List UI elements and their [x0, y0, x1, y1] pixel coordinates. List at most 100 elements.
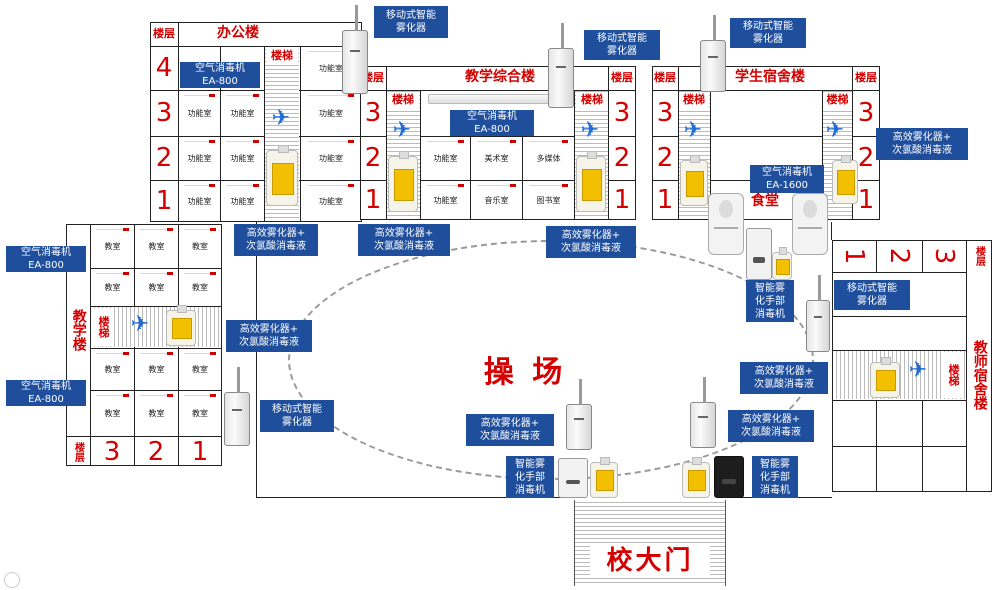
mobile-fogger-gate-right-icon — [690, 377, 716, 448]
hand-disinfector-label-gate-right: 智能雾 化手部 消毒机 — [752, 456, 798, 498]
teaching-bottle-icon — [166, 305, 196, 346]
mobile-fogger-gate-left-icon — [566, 379, 592, 450]
office-room: 功能室 — [179, 137, 220, 180]
mobile-fogger-teacher-icon — [806, 275, 830, 352]
corner-decoration-icon — [4, 572, 20, 588]
classroom: 教室 — [135, 225, 178, 268]
hand-bottle-gate-left-icon — [590, 457, 618, 498]
teaching-air-disinfector-top-label: 空气消毒机 EA-800 — [6, 246, 86, 272]
mobile-fogger-dorm-icon — [700, 15, 726, 92]
office-room: 功能室 — [179, 181, 220, 221]
dorm-sprayer-left-icon: ✈ — [683, 118, 703, 143]
complex-room-office: 功能室 — [421, 181, 470, 219]
classroom: 教室 — [91, 391, 134, 436]
mobile-fogger-teaching-icon — [224, 367, 250, 446]
classroom: 教室 — [179, 269, 221, 306]
playground-label: 操 场 — [483, 354, 567, 390]
hand-bottle-gate-right-icon — [682, 457, 710, 498]
teacher-dorm-title: 教师宿舍楼 — [971, 340, 988, 410]
teaching-sprayer-icon: ✈ — [130, 312, 150, 337]
dorm-left-floor-3: 3 — [656, 98, 674, 128]
office-floor-1: 1 — [155, 186, 173, 216]
mobile-fogger-label-office: 移动式智能 雾化器 — [374, 6, 448, 38]
school-gate-label: 校大门 — [590, 544, 710, 578]
classroom: 教室 — [91, 225, 134, 268]
dorm-stairs-left-label: 楼梯 — [679, 92, 709, 108]
office-room: 功能室 — [301, 91, 361, 136]
teacher-sprayer-icon: ✈ — [908, 358, 928, 383]
dorm-stairs-right-label: 楼梯 — [823, 92, 852, 108]
mobile-fogger-label-teaching: 移动式智能 雾化器 — [260, 400, 334, 432]
teaching-air-disinfector-bottom-label: 空气消毒机 EA-800 — [6, 380, 86, 406]
complex-ceiling-unit — [428, 94, 568, 104]
classroom: 教室 — [91, 349, 134, 390]
office-room: 功能室 — [301, 181, 361, 221]
dorm-floor-header-left: 楼层 — [654, 70, 676, 84]
dorm-right-floor-1: 1 — [857, 185, 875, 215]
complex-floor-header-right: 楼层 — [611, 70, 633, 84]
hand-disinfector-gate-right-icon — [714, 456, 744, 498]
office-room: 功能室 — [221, 181, 264, 221]
classroom: 教室 — [179, 349, 221, 390]
fogger-label-office: 高效雾化器+ 次氯酸消毒液 — [234, 224, 318, 256]
fogger-label-gate-right: 高效雾化器+ 次氯酸消毒液 — [728, 410, 814, 442]
complex-right-floor-2: 2 — [613, 143, 631, 173]
complex-sprayer-left-icon: ✈ — [392, 118, 412, 143]
teacher-floor-3: 3 — [929, 247, 959, 265]
fogger-label-complex-right: 高效雾化器+ 次氯酸消毒液 — [546, 226, 636, 258]
teacher-bottle-icon — [870, 357, 900, 398]
dorm-bottle-right-icon — [832, 155, 858, 204]
classroom: 教室 — [135, 391, 178, 436]
teaching-building-title: 教学楼 — [70, 309, 87, 351]
complex-room-office: 功能室 — [421, 137, 470, 180]
teaching-floor-3: 3 — [103, 436, 121, 467]
mobile-fogger-complex-icon — [548, 23, 574, 108]
campus-east-wall — [831, 222, 832, 240]
complex-room-library: 图书室 — [523, 181, 574, 219]
student-dorm-title: 学生宿舍楼 — [735, 69, 805, 86]
teaching-complex-title: 教学综合楼 — [465, 69, 535, 86]
office-floor-3: 3 — [155, 98, 173, 128]
canteen-hand-bottle-icon — [772, 247, 792, 280]
dorm-left-floor-1: 1 — [656, 185, 674, 215]
dorm-right-floor-3: 3 — [857, 98, 875, 128]
mobile-fogger-label-complex: 移动式智能 雾化器 — [584, 30, 660, 60]
complex-sprayer-right-icon: ✈ — [580, 118, 600, 143]
canteen-label: 食堂 — [751, 193, 779, 210]
fogger-label-dorm-right: 高效雾化器+ 次氯酸消毒液 — [876, 128, 968, 160]
canteen-air-unit-left-icon — [708, 193, 744, 255]
office-floor-2: 2 — [155, 143, 173, 173]
complex-stairs-left-label: 楼梯 — [387, 92, 419, 108]
office-sprayer-icon: ✈ — [271, 106, 291, 131]
complex-left-floor-3: 3 — [364, 98, 382, 128]
complex-bottle-right-icon — [576, 151, 606, 212]
office-building — [150, 22, 362, 222]
fogger-label-gate-left: 高效雾化器+ 次氯酸消毒液 — [466, 414, 554, 446]
complex-right-floor-1: 1 — [613, 185, 631, 215]
dorm-bottle-left-icon — [680, 155, 708, 206]
teaching-floor-2: 2 — [147, 436, 165, 467]
fogger-label-teaching: 高效雾化器+ 次氯酸消毒液 — [226, 320, 312, 352]
classroom: 教室 — [179, 225, 221, 268]
hand-disinfector-gate-left-icon — [558, 458, 588, 498]
teaching-stairs-label: 楼梯 — [92, 308, 114, 346]
teaching-floor-1: 1 — [191, 436, 209, 467]
complex-stairs-right-label: 楼梯 — [576, 92, 608, 108]
office-building-title: 办公楼 — [217, 25, 259, 42]
teacher-stairs-label: 楼梯 — [942, 352, 964, 398]
classroom: 教室 — [179, 391, 221, 436]
teaching-floor-header: 楼层 — [72, 441, 84, 462]
fogger-label-teacher-dorm: 高效雾化器+ 次氯酸消毒液 — [740, 362, 828, 394]
office-room: 功能室 — [221, 91, 264, 136]
classroom: 教室 — [135, 349, 178, 390]
classroom: 教室 — [135, 269, 178, 306]
office-floor-header: 楼层 — [153, 26, 175, 40]
teacher-floor-1: 1 — [839, 247, 869, 265]
dorm-floor-header-right: 楼层 — [855, 70, 877, 84]
office-air-disinfector-label: 空气消毒机 EA-800 — [180, 62, 260, 88]
complex-bottle-left-icon — [388, 151, 418, 212]
office-stairs-label: 楼梯 — [266, 48, 298, 64]
office-disinfectant-bottle-icon — [266, 145, 298, 206]
teacher-mobile-fogger-label: 移动式智能 雾化器 — [834, 280, 910, 310]
campus-west-wall — [256, 222, 257, 498]
